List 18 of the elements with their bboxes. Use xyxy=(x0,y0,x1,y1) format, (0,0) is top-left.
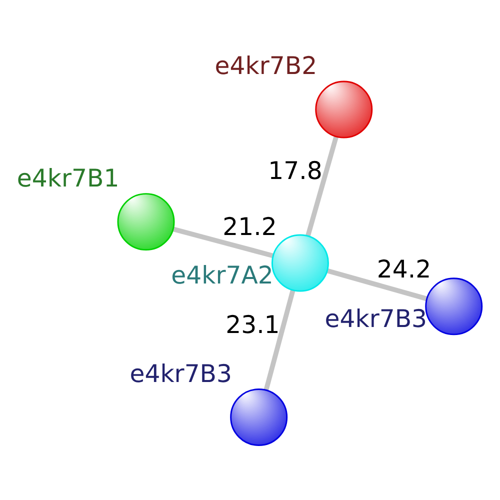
connector xyxy=(172,226,274,258)
connector xyxy=(264,290,296,391)
node-circle xyxy=(117,193,175,251)
connector xyxy=(327,268,428,302)
node-circle xyxy=(271,234,329,292)
connector xyxy=(306,136,338,236)
edge-label: 17.8 xyxy=(268,156,322,185)
node-label: e4kr7B1 xyxy=(16,164,120,192)
node-circle xyxy=(425,278,483,336)
node-label: e4kr7B2 xyxy=(214,51,318,80)
node-circle xyxy=(230,388,288,446)
edge-label: 21.2 xyxy=(222,212,277,242)
edge-label: 23.1 xyxy=(226,310,280,339)
node-circle xyxy=(315,80,373,138)
node-label: e4kr7A2 xyxy=(171,260,274,290)
node-label: e4kr7B3 xyxy=(130,358,232,388)
node-label: e4kr7B3 xyxy=(324,304,428,334)
edge-label: 24.2 xyxy=(376,254,432,284)
